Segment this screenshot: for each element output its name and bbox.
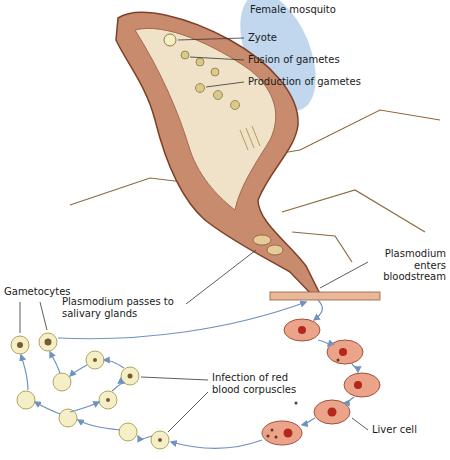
merozoite — [295, 402, 298, 405]
callout-label: Fusion of gametes — [248, 54, 378, 66]
gamete — [211, 68, 219, 76]
cycle-arrow — [344, 397, 354, 403]
leader-line — [206, 82, 244, 87]
cycle-arrow — [314, 300, 322, 320]
corpuscle — [53, 373, 71, 391]
callout-label: Zyote — [248, 32, 348, 44]
parasite — [45, 339, 52, 346]
gamete — [196, 58, 204, 66]
corpuscle — [151, 431, 169, 449]
leader-line — [320, 262, 368, 288]
liver-cell — [262, 421, 302, 445]
gametes — [181, 51, 240, 110]
leader-line — [186, 250, 256, 304]
leg — [282, 190, 425, 232]
liver-cell — [314, 400, 350, 424]
gamete — [214, 91, 223, 100]
cycle-arrow — [318, 340, 329, 346]
salivary-glands — [253, 235, 283, 255]
corpuscle — [59, 409, 77, 427]
cycle-arrow — [112, 383, 124, 391]
cycle-arrow — [138, 436, 152, 439]
liver-cell — [344, 373, 380, 397]
merozoites — [267, 359, 340, 439]
gland-lobe — [253, 235, 271, 245]
leader-line — [20, 302, 21, 333]
nucleus — [284, 429, 293, 438]
callout-label: Plasmodium enters bloodstream — [372, 248, 446, 283]
merozoite — [337, 359, 340, 362]
nucleus — [328, 408, 337, 417]
corpuscle — [86, 351, 104, 369]
zygote — [164, 34, 176, 46]
liver-cell — [327, 340, 363, 364]
skin — [270, 292, 380, 300]
callout-label: Infection of red blood corpuscles — [212, 372, 308, 395]
cycle-arrow — [21, 355, 28, 390]
gland-lobe — [267, 245, 283, 255]
cycle-arrow — [70, 365, 87, 376]
red-blood-corpuscles — [11, 333, 169, 449]
leader-line — [168, 392, 208, 432]
liver-cell — [284, 319, 320, 341]
callout-label: Gametocytes — [4, 286, 94, 298]
streak — [252, 126, 260, 146]
parasite — [158, 438, 162, 442]
leg — [292, 232, 352, 262]
merozoite — [271, 429, 274, 432]
cycle-arrow — [352, 364, 358, 372]
parasite — [93, 358, 97, 362]
cycle-arrow — [50, 352, 60, 373]
callout-label: Female mosquito — [250, 4, 370, 16]
nucleus — [339, 348, 347, 356]
nucleus — [354, 381, 362, 389]
parasite-dots — [17, 339, 162, 443]
leader-lines — [20, 38, 368, 432]
parasite — [17, 342, 23, 348]
corpuscle — [119, 423, 137, 441]
corpuscle — [11, 336, 29, 354]
corpuscle — [39, 333, 57, 351]
leader-line — [352, 418, 368, 430]
corpuscle — [99, 391, 117, 409]
cycle-arrow — [35, 402, 60, 414]
parasite — [128, 374, 133, 379]
sporozoites — [240, 126, 260, 150]
callout-label: Liver cell — [372, 424, 446, 436]
cycle-arrow — [302, 418, 315, 425]
leader-line — [178, 38, 244, 40]
gamete — [231, 101, 240, 110]
streak — [246, 128, 254, 148]
cycle-arrow — [70, 402, 99, 412]
leader-line — [40, 302, 47, 330]
corpuscle — [121, 367, 139, 385]
callout-label: Production of gametes — [248, 76, 398, 88]
parasite — [106, 398, 110, 402]
streak — [240, 130, 248, 150]
cycle-arrow — [104, 360, 124, 368]
callout-label: Plasmodium passes to salivary glands — [62, 296, 184, 319]
gamete — [196, 84, 205, 93]
cycle-arrow — [78, 420, 120, 430]
gamete — [181, 51, 189, 59]
cycle-arrow — [171, 440, 262, 449]
leader-line — [141, 377, 208, 380]
corpuscle — [17, 391, 35, 409]
leader-line — [190, 57, 244, 60]
cycle-arrows — [21, 300, 358, 449]
merozoite — [275, 436, 278, 439]
merozoite — [267, 435, 270, 438]
nucleus — [298, 326, 306, 334]
